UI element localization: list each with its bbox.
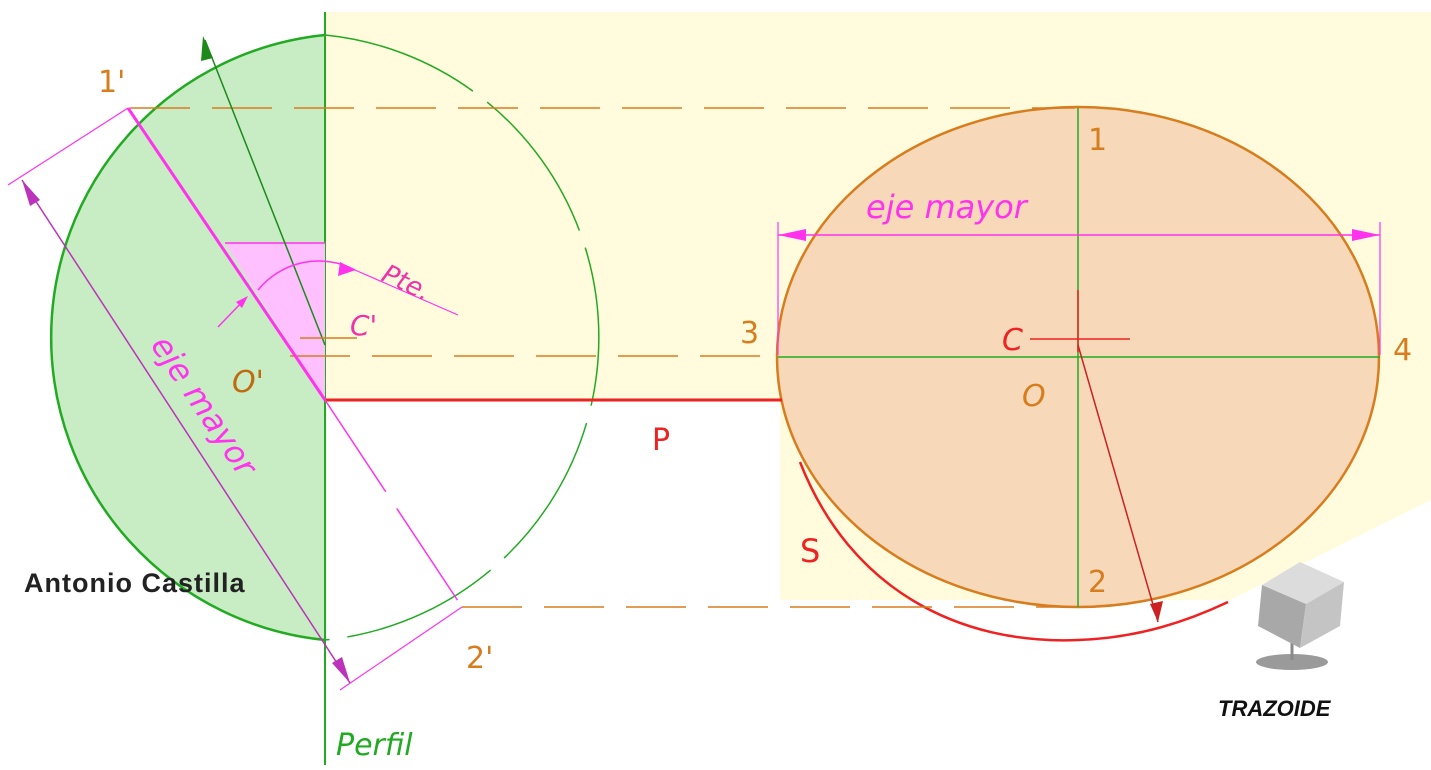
- label-c-prime: C': [350, 309, 377, 342]
- dim-left-line: [21, 179, 351, 684]
- label-c: C: [1002, 323, 1023, 358]
- dim-left-arrow-bottom: [332, 657, 350, 683]
- white-region: [325, 401, 780, 601]
- cube-logo-icon: [1256, 562, 1344, 670]
- green-half-disc: [51, 35, 325, 640]
- label-3: 3: [740, 316, 759, 351]
- label-s: S: [800, 532, 820, 570]
- label-o: O: [1022, 379, 1046, 414]
- dim-right-arrow-right: [1352, 229, 1380, 241]
- slope-arc-arrow: [338, 262, 356, 276]
- dim-left-ext-top: [7, 107, 129, 186]
- radius-arrowhead: [1150, 601, 1163, 622]
- label-1-prime: 1': [98, 65, 125, 100]
- pte-underline: [354, 269, 459, 316]
- dashed-circle: [324, 34, 600, 641]
- label-p: P: [652, 423, 670, 458]
- solid-circle-left: [49, 33, 326, 642]
- green-radius: [204, 39, 326, 346]
- label-4: 4: [1393, 333, 1412, 368]
- label-2: 2: [1088, 565, 1107, 600]
- radius-arrow: [1077, 344, 1159, 623]
- label-1: 1: [1088, 123, 1107, 158]
- label-eje-mayor-right: eje mayor: [866, 188, 1029, 226]
- label-perfil: Perfil: [336, 728, 413, 763]
- section-diameter: [126, 107, 327, 401]
- green-radius-arrowhead: [201, 36, 213, 61]
- red-arc-s: [798, 461, 1229, 642]
- label-2-prime: 2': [466, 641, 493, 676]
- logo-text: TRAZOIDE: [1218, 696, 1332, 721]
- dim-left-ext-bottom: [339, 606, 463, 691]
- section-diameter-ext: [324, 399, 463, 608]
- dim-right-arrow-left: [778, 229, 806, 241]
- label-o-prime: O': [232, 365, 264, 400]
- slope-arc-pointer-head: [236, 296, 248, 308]
- author-credit: Antonio Castilla: [24, 568, 246, 598]
- dim-left-arrow-top: [22, 180, 40, 206]
